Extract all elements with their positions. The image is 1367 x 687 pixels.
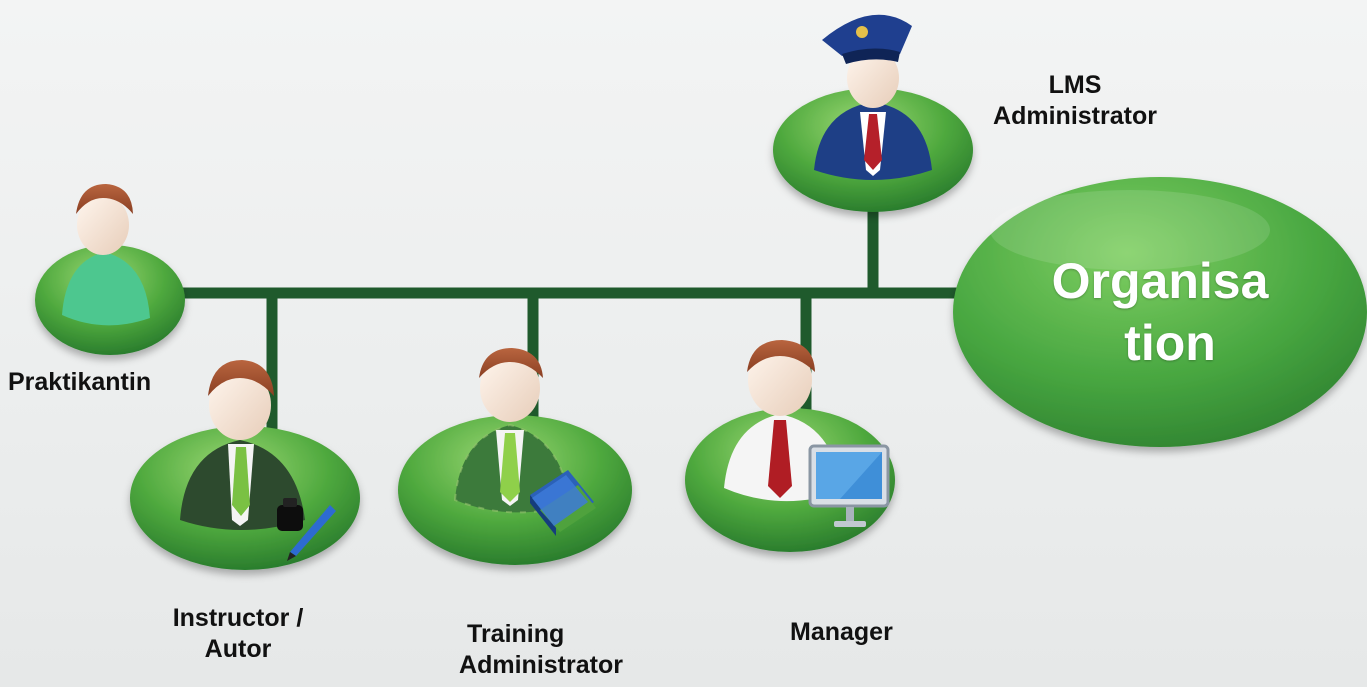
computer-monitor-icon — [808, 444, 890, 527]
lms-administrator-label-line2: Administrator — [993, 102, 1157, 130]
instructor-node — [130, 360, 360, 570]
instructor-label-line2: Autor — [204, 635, 272, 663]
training-admin-tie — [500, 433, 520, 502]
manager-node — [685, 340, 895, 552]
manager-head — [748, 344, 812, 416]
organisation-label: Organisa tion — [1030, 250, 1290, 374]
instructor-label-line1: Instructor / — [172, 604, 304, 632]
ink-pen-icon — [277, 498, 336, 561]
training-administrator-label-line1: Training — [467, 620, 565, 648]
manager-tie — [768, 420, 792, 498]
organisation-label-line1: Organisa — [1051, 253, 1269, 309]
lms-administrator-label-line1: LMS — [1048, 71, 1102, 99]
police-cap-icon — [822, 14, 912, 64]
lms-administrator-node — [773, 14, 973, 212]
organisation-disc — [953, 177, 1367, 447]
instructor-head — [209, 370, 271, 440]
training-administrator-label-line2: Administrator — [459, 651, 623, 679]
training-administrator-label: Training Administrator — [459, 619, 623, 681]
organisation-label-line2: tion — [1124, 315, 1216, 371]
organisation-disc-highlight — [990, 190, 1270, 270]
praktikantin-head — [77, 195, 129, 255]
books-icon — [530, 470, 596, 536]
manager-label: Manager — [790, 618, 893, 646]
connector-lines — [178, 200, 975, 440]
praktikantin-body — [62, 252, 150, 326]
training-admin-node — [398, 348, 632, 565]
lms-admin-head — [847, 48, 899, 108]
lms-admin-tie — [864, 114, 882, 170]
instructor-tie — [232, 447, 250, 516]
training-admin-head — [480, 354, 540, 422]
instructor-label: Instructor / Autor — [173, 603, 304, 665]
lms-administrator-label: LMS Administrator — [975, 70, 1175, 132]
praktikantin-label: Praktikantin — [8, 368, 152, 396]
praktikantin-node — [35, 184, 185, 355]
